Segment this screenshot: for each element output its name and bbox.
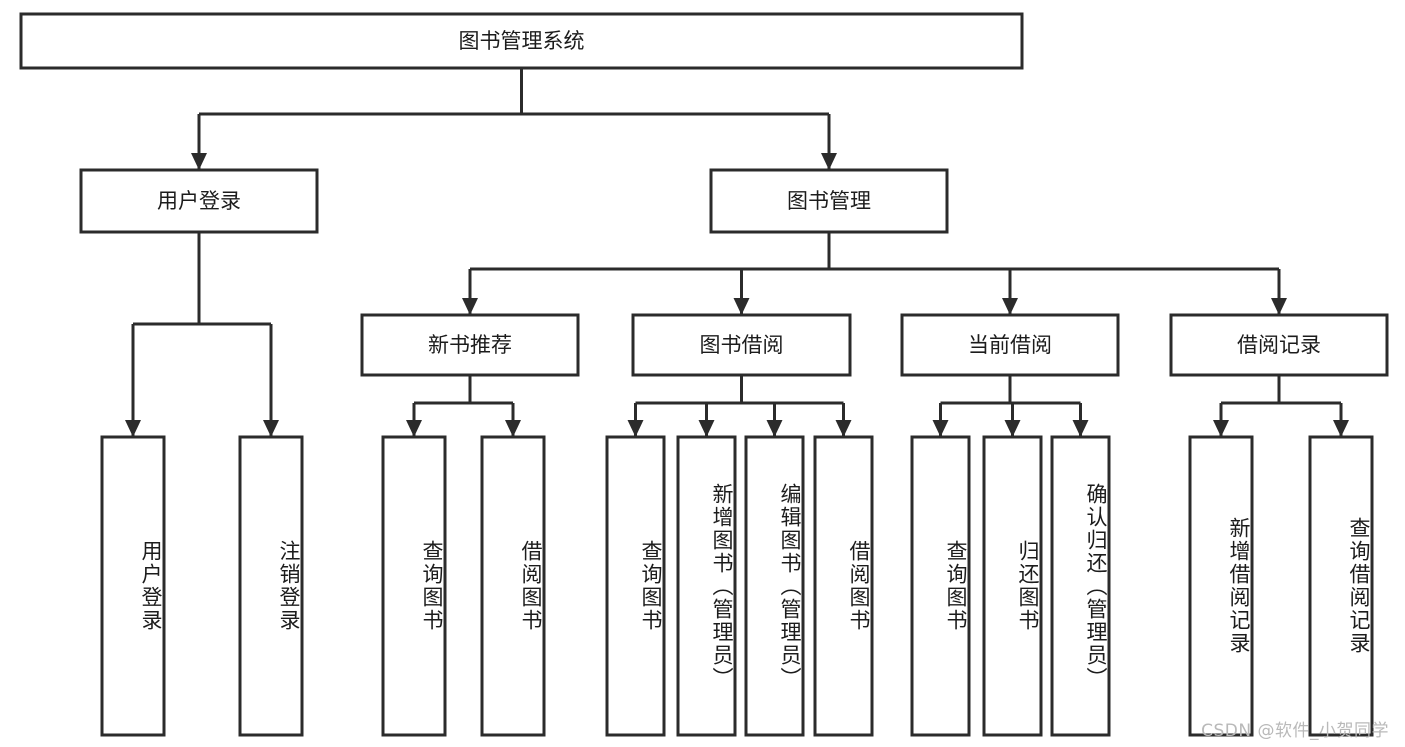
edge-arrowhead [505,420,521,437]
node-label-user-login: 用户登录 [157,189,241,213]
node-box-leaf-query-borrow-record[interactable] [1308,435,1374,737]
node-box-leaf-confirm-return-admin[interactable] [1050,435,1111,737]
edge-arrowhead [263,420,279,437]
node-box-user-login[interactable] [79,168,319,234]
node-box-new-book-rec[interactable] [360,313,580,377]
watermark-text: CSDN @软件_小贺同学 [1201,721,1389,741]
edge-arrowhead [1002,298,1018,315]
edge-arrowhead [1213,420,1229,437]
edge-arrowhead [191,153,207,170]
node-box-leaf-add-book-admin[interactable] [676,435,737,737]
node-box-leaf-logout[interactable] [238,435,304,737]
edge-arrowhead [733,298,750,315]
node-box-current-borrow[interactable] [900,313,1120,377]
edge-arrowhead [698,420,715,437]
node-box-leaf-borrow-query-book[interactable] [605,435,666,737]
connector-layer [125,68,1349,437]
node-box-leaf-rec-borrow-book[interactable] [480,435,546,737]
edge-arrowhead [462,298,478,315]
node-box-leaf-add-borrow-record[interactable] [1188,435,1254,737]
node-box-leaf-edit-book-admin[interactable] [744,435,805,737]
edge-arrowhead [766,420,783,437]
edge-arrowhead [932,420,949,437]
edge-arrowhead [821,153,837,170]
node-box-leaf-cur-query-book[interactable] [910,435,971,737]
node-label-book-manage: 图书管理 [787,189,871,213]
node-box-borrow-record[interactable] [1169,313,1389,377]
edge-arrowhead [125,420,141,437]
node-label-root: 图书管理系统 [459,29,585,53]
node-box-leaf-return-book[interactable] [982,435,1043,737]
node-box-leaf-borrow-book[interactable] [813,435,874,737]
node-box-root[interactable] [19,12,1024,70]
node-label-borrow-record: 借阅记录 [1237,333,1321,357]
edge-arrowhead [1072,420,1089,437]
node-box-leaf-rec-query-book[interactable] [381,435,447,737]
node-label-new-book-rec: 新书推荐 [428,333,512,357]
edge-arrowhead [835,420,852,437]
node-label-book-borrow: 图书借阅 [700,333,784,357]
edge-arrowhead [1004,420,1021,437]
node-box-book-borrow[interactable] [631,313,852,377]
edge-arrowhead [406,420,422,437]
edge-arrowhead [1271,298,1287,315]
node-box-layer [19,12,1389,737]
node-label-current-borrow: 当前借阅 [968,333,1052,357]
edge-arrowhead [627,420,644,437]
node-box-book-manage[interactable] [709,168,949,234]
edge-arrowhead [1333,420,1349,437]
node-box-leaf-user-login[interactable] [100,435,166,737]
